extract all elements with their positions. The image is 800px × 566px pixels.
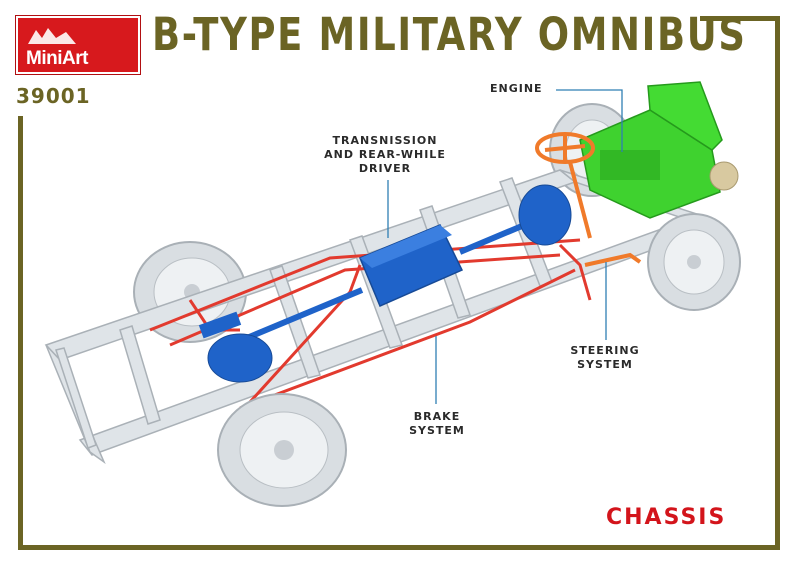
page-title: B-TYPE MILITARY OMNIBUS	[152, 8, 747, 61]
frame-left-border	[18, 116, 23, 550]
engine	[579, 81, 739, 219]
wheel-front-right	[647, 213, 741, 311]
wheel-front-left	[217, 393, 347, 507]
callout-brake-label: BRAKE SYSTEM	[409, 410, 465, 437]
callout-engine-label: ENGINE	[490, 82, 543, 95]
chassis-frame	[44, 169, 714, 465]
section-label-chassis: CHASSIS	[606, 505, 727, 530]
brand-logo: MiniArt	[16, 16, 140, 74]
callout-leaders	[387, 89, 623, 404]
frame-right-border	[775, 16, 780, 550]
steering-system	[535, 132, 642, 267]
brand-logo-text: MiniArt	[26, 48, 88, 69]
catalog-number: 39001	[16, 84, 91, 108]
frame-top-border	[700, 16, 780, 21]
frame-bottom-border	[18, 545, 780, 550]
callout-transmission-label: TRANSNISSION AND REAR-WHILE DRIVER	[324, 134, 446, 175]
brand-logo-mark-icon	[28, 28, 76, 44]
transmission-and-drive	[198, 184, 572, 383]
callout-steering-label: STEERING SYSTEM	[570, 344, 640, 371]
